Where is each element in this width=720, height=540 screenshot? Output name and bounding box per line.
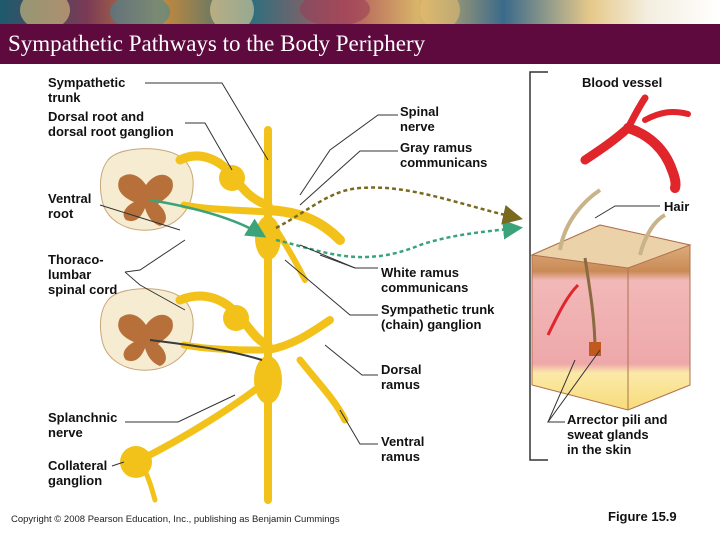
sympathetic-pathway-diagram [99,71,692,504]
skin-bracket [529,71,548,461]
preganglionic-fiber-to-skin [275,219,523,259]
copyright-notice: Copyright © 2008 Pearson Education, Inc.… [11,514,340,525]
label-dorsal-root: Dorsal root and dorsal root ganglion [48,109,174,139]
skin-illustration [530,188,692,411]
label-hair: Hair [664,199,690,214]
label-collateral-ganglion: Collateral ganglion [48,458,108,488]
label-dorsal-ramus: Dorsal ramus [381,362,422,392]
figure-number: Figure 15.9 [608,509,677,524]
postganglionic-fiber [275,186,523,230]
label-blood-vessel: Blood vessel [582,75,663,90]
preganglionic-fiber [149,198,267,238]
blood-vessel-illustration [580,94,691,193]
label-spinal-nerve: Spinal nerve [400,104,440,134]
decorative-header-strip [0,0,720,24]
upper-spinal-cord-section [99,148,194,231]
label-thoracolumbar-spinal-cord: Thoraco- lumbar spinal cord [48,252,118,297]
label-white-ramus: White ramus communicans [381,265,469,295]
label-ventral-root: Ventral root [48,191,92,221]
slide-title: Sympathetic Pathways to the Body Periphe… [8,31,426,56]
ganglia [120,165,282,478]
label-ventral-ramus: Ventral ramus [381,434,425,464]
label-arrector-pili: Arrector pili and sweat glands in the sk… [567,412,668,457]
lower-fiber-path [149,339,263,361]
title-bar: Sympathetic Pathways to the Body Periphe… [0,24,720,64]
label-gray-ramus: Gray ramus communicans [400,140,488,170]
leader-lines [99,82,660,467]
label-splanchnic-nerve: Splanchnic nerve [48,410,118,440]
lower-spinal-cord-section [99,288,194,371]
label-chain-ganglion: Sympathetic trunk (chain) ganglion [381,302,495,332]
label-sympathetic-trunk: Sympathetic trunk [48,75,126,105]
